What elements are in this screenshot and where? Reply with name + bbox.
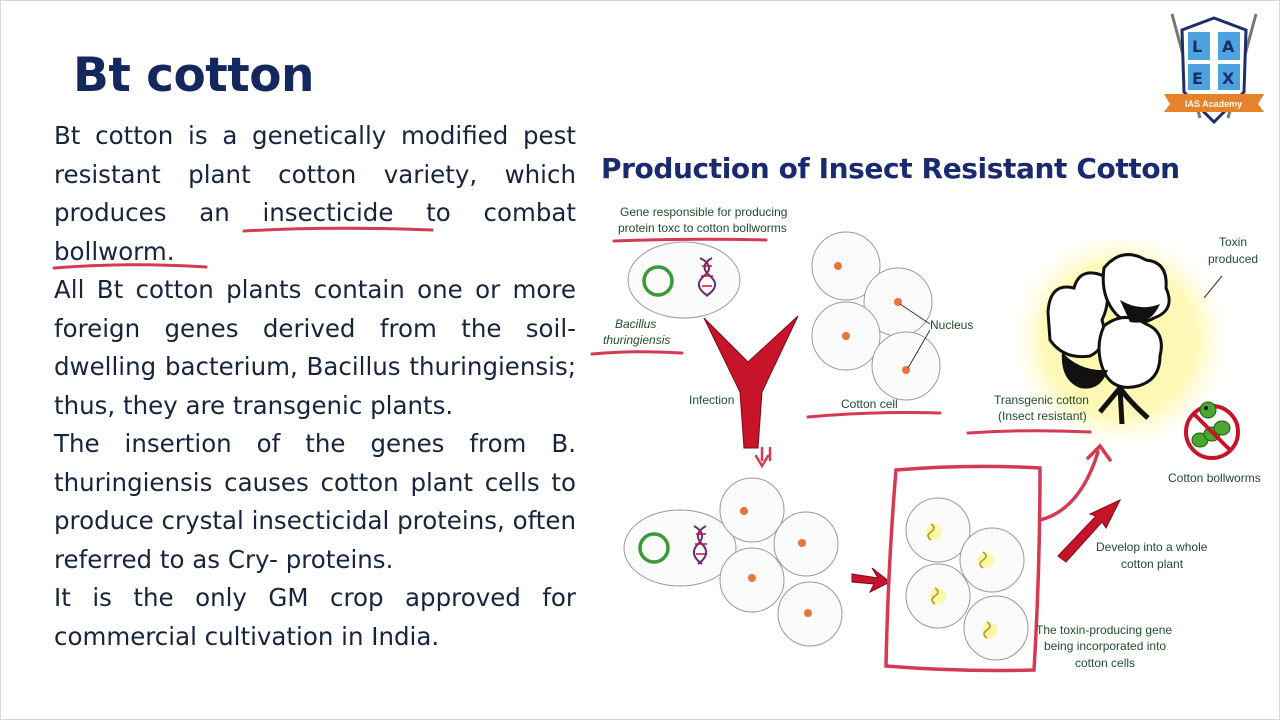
laex-logo: L A E X IAS Academy: [1164, 13, 1264, 125]
annotation-box: [884, 464, 1042, 673]
underlined-insecticide: insecticide: [262, 198, 394, 227]
down-arrow-small: [754, 446, 772, 469]
bacterium-bottom: [623, 509, 737, 587]
label-develop-line2: cotton plant: [1121, 557, 1184, 571]
cotton-cells-top: [811, 231, 941, 401]
slide-body: Bt cotton is a genetically modified pest…: [54, 117, 576, 656]
annotation-arrow-to-plant: [1038, 443, 1112, 522]
transformed-cells: [905, 497, 1029, 661]
arrow-to-transformed-cells: [851, 567, 891, 594]
logo-letter-a: A: [1222, 37, 1235, 56]
paragraph-4: It is the only GM crop approved for comm…: [54, 583, 576, 651]
paragraph-2: All Bt cotton plants contain one or more…: [54, 275, 576, 420]
develop-arrow: [1057, 498, 1122, 563]
annotation-underline-gene: [612, 237, 768, 243]
label-transgenic-line2: (Insect resistant): [998, 409, 1087, 423]
infection-arrow: [703, 315, 799, 449]
logo-letter-e: E: [1192, 69, 1203, 88]
paragraph-3: The insertion of the genes from B. thuri…: [54, 429, 576, 574]
annotation-underline-bollworm: [52, 263, 208, 270]
logo-letter-l: L: [1192, 37, 1202, 56]
label-bacillus-line1: Bacillus: [615, 317, 656, 331]
annotation-underline-cotton-cell: [806, 411, 942, 419]
label-bacillus-line2: thuringiensis: [603, 333, 670, 347]
label-toxin-gene-line2: being incorporated into: [1044, 639, 1166, 653]
annotation-underline-bacillus: [590, 350, 684, 356]
logo-ribbon-text: IAS Academy: [1185, 99, 1242, 109]
label-nucleus: Nucleus: [930, 318, 973, 332]
cotton-cells-bottom: [719, 477, 843, 647]
paragraph-1-text-b: to combat: [393, 198, 576, 227]
annotation-underline-insecticide: [242, 226, 434, 233]
label-cotton-cell: Cotton cell: [841, 397, 898, 411]
label-gene-line1: Gene responsible for producing: [620, 205, 787, 219]
diagram-title: Production of Insect Resistant Cotton: [601, 152, 1180, 185]
label-develop-line1: Develop into a whole: [1096, 540, 1208, 554]
paragraph-1-text-a: Bt cotton is a genetically modified pest…: [54, 121, 576, 227]
label-infection: Infection: [689, 393, 734, 407]
label-toxin-line2: produced: [1208, 252, 1258, 266]
paragraph-1: Bt cotton is a genetically modified pest…: [54, 117, 576, 271]
label-transgenic-line1: Transgenic cotton: [994, 393, 1089, 407]
annotation-underline-transgenic: [966, 429, 1092, 435]
transgenic-cotton-plant: [1010, 230, 1230, 450]
label-gene-line2: protein toxc to cotton bollworms: [618, 221, 787, 235]
label-toxin-gene-line3: cotton cells: [1075, 656, 1135, 670]
logo-letter-x: X: [1222, 69, 1235, 88]
underlined-bollworm: bollworm.: [54, 236, 175, 266]
label-toxin-gene-line1: The toxin-producing gene: [1036, 623, 1172, 637]
slide-title: Bt cotton: [73, 48, 315, 103]
label-bollworms: Cotton bollworms: [1168, 471, 1261, 485]
label-toxin-line1: Toxin: [1219, 235, 1247, 249]
bollworm-no-sign: [1184, 401, 1240, 460]
bacterium-top: [627, 241, 741, 319]
